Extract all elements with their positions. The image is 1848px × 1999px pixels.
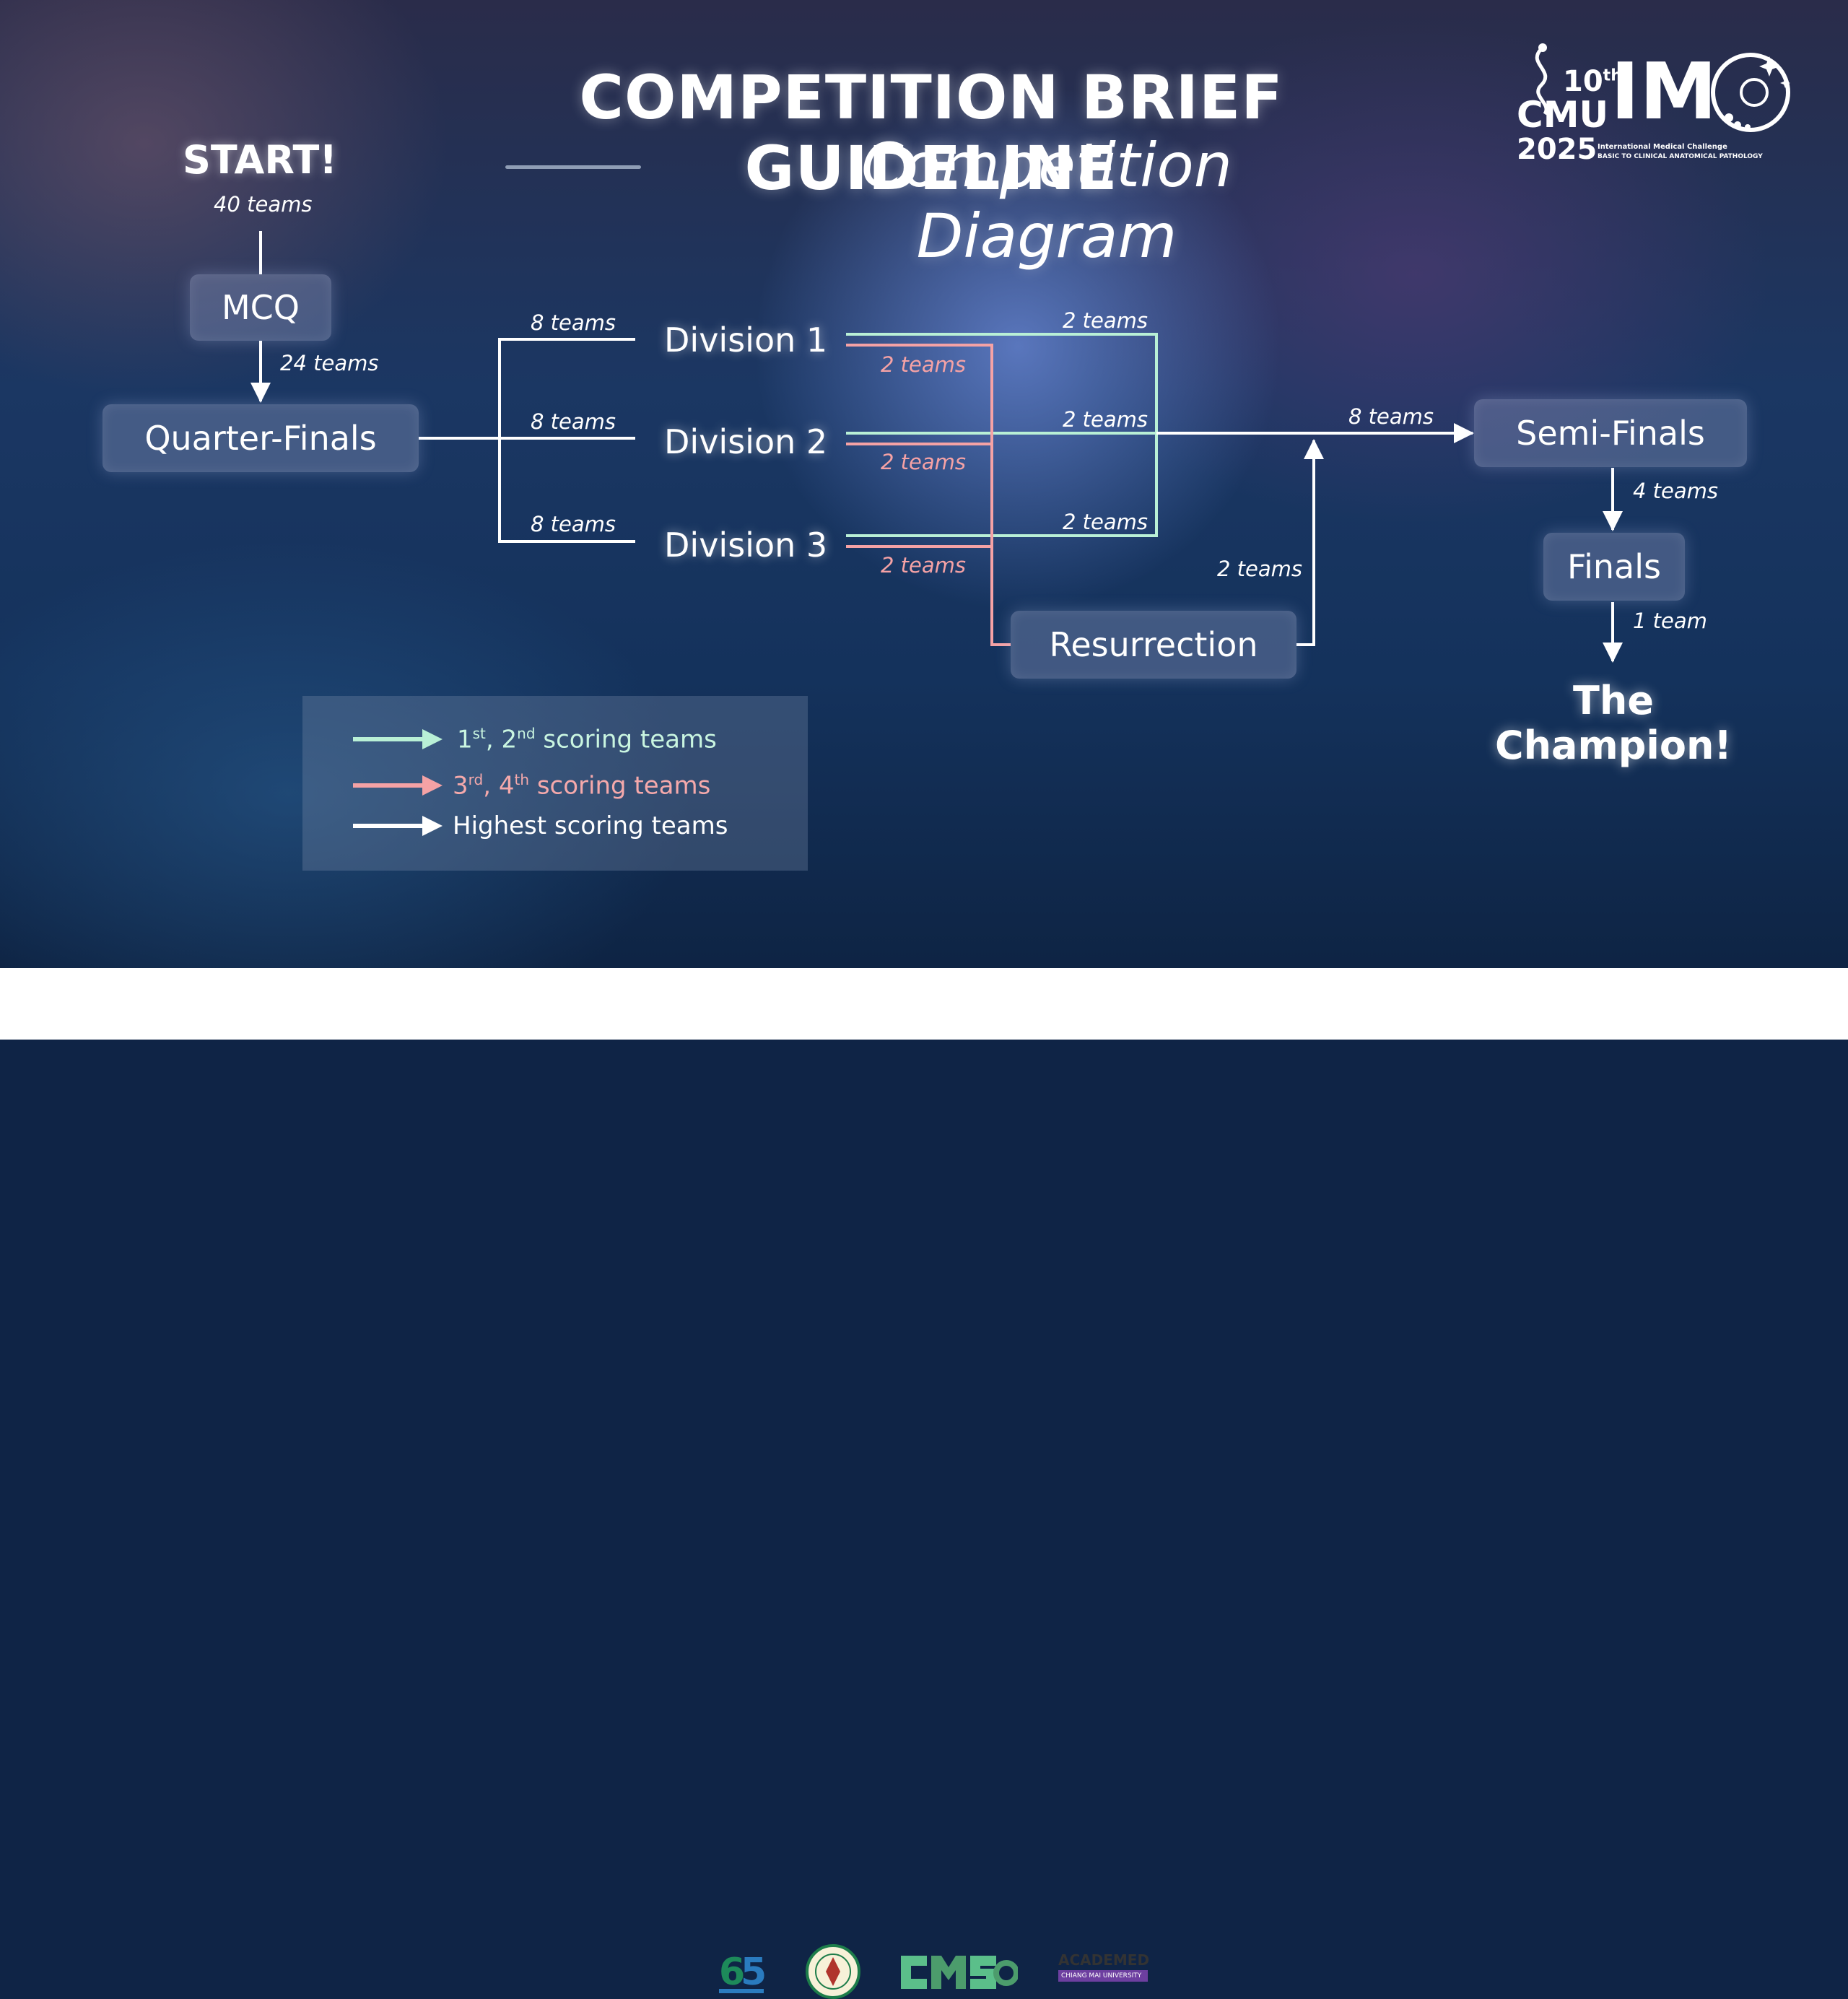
red-count-1: 2 teams <box>881 352 967 377</box>
faculty-seal-icon <box>806 1944 860 1999</box>
svg-text:5: 5 <box>741 1951 767 1994</box>
division-3-label: Division 3 <box>664 526 828 565</box>
legend-green-text: 1st, 2nd scoring teams <box>457 725 717 754</box>
division-2-label: Division 2 <box>664 422 828 461</box>
semi-in-count: 8 teams <box>1348 404 1434 429</box>
red-arrow-icon <box>353 775 443 796</box>
finals-box: Finals <box>1543 533 1685 601</box>
start-label: START! <box>183 137 337 183</box>
semi-finals-box: Semi-Finals <box>1474 399 1747 467</box>
division-1-in-count: 8 teams <box>531 310 616 335</box>
page-subtitle: Competition Diagram <box>860 130 1233 271</box>
logo-edition: 10th <box>1563 65 1622 98</box>
champion-line-2: Champion! <box>1494 723 1732 768</box>
legend-white-text: Highest scoring teams <box>453 811 728 840</box>
champion-line-1: The <box>1573 678 1654 723</box>
red-count-2: 2 teams <box>881 450 967 474</box>
connector-lines <box>250 231 1623 663</box>
cmuimc-logo: 10th CMU IM 2025 International Medical C… <box>1512 35 1801 168</box>
resurrection-box: Resurrection <box>1011 611 1296 679</box>
legend-item-red: 3rd, 4th scoring teams <box>353 771 710 800</box>
page-title: COMPETITION BRIEF GUIDELINE <box>579 62 1283 204</box>
green-path-div3 <box>846 433 1158 537</box>
semi-out-count: 4 teams <box>1633 479 1719 503</box>
legend-red-text: 3rd, 4th scoring teams <box>453 771 711 801</box>
start-count: 40 teams <box>214 192 313 217</box>
academed-label: ACADEMED <box>1058 1951 1150 1969</box>
legend-item-white: Highest scoring teams <box>353 811 728 840</box>
legend-item-green: 1st, 2nd scoring teams <box>353 725 717 754</box>
legend-panel: 1st, 2nd scoring teams 3rd, 4th scoring … <box>302 696 808 871</box>
green-path-div1 <box>846 333 1158 433</box>
cmsmo-logo-icon <box>901 1956 1018 1989</box>
logo-tagline-2: BASIC TO CLINICAL ANATOMICAL PATHOLOGY <box>1598 153 1763 160</box>
mcq-out-count: 24 teams <box>280 351 379 375</box>
green-arrow-icon <box>353 729 443 750</box>
logo-tagline-1: International Medical Challenge <box>1598 143 1727 151</box>
green-count-2: 2 teams <box>1063 407 1149 432</box>
quarter-finals-box: Quarter-Finals <box>103 404 419 472</box>
green-count-1: 2 teams <box>1063 308 1149 333</box>
division-1-label: Division 1 <box>664 321 828 360</box>
65th-anniversary-logo-icon: 6 5 <box>719 1951 767 1994</box>
champion-label: The Champion! <box>1473 679 1754 768</box>
red-path-div1 <box>846 344 1011 646</box>
logo-brand: CMU <box>1517 94 1609 136</box>
logo-brand-big: IM <box>1611 47 1717 137</box>
footer-bar: 6 5 ACADEMED CHIANG MAI UNIVERSITY <box>0 968 1848 1999</box>
logo-emblem-icon <box>1535 43 1790 132</box>
title-divider <box>505 165 641 169</box>
bracket-line <box>498 338 635 543</box>
academed-logo: ACADEMED CHIANG MAI UNIVERSITY <box>1058 1944 1150 1999</box>
diagram-canvas: COMPETITION BRIEF GUIDELINE Competition … <box>0 0 1848 968</box>
division-2-in-count: 8 teams <box>531 409 616 434</box>
red-count-3: 2 teams <box>881 553 967 578</box>
finals-out-count: 1 team <box>1633 609 1707 633</box>
mcq-box: MCQ <box>190 274 331 341</box>
green-count-3: 2 teams <box>1063 510 1149 534</box>
white-arrow-icon <box>353 816 443 836</box>
logo-year: 2025 <box>1517 133 1598 166</box>
resurrection-up-arrow <box>1296 439 1324 646</box>
division-3-in-count: 8 teams <box>531 512 616 536</box>
academed-sub: CHIANG MAI UNIVERSITY <box>1058 1970 1148 1982</box>
resurrection-out-count: 2 teams <box>1217 557 1303 581</box>
